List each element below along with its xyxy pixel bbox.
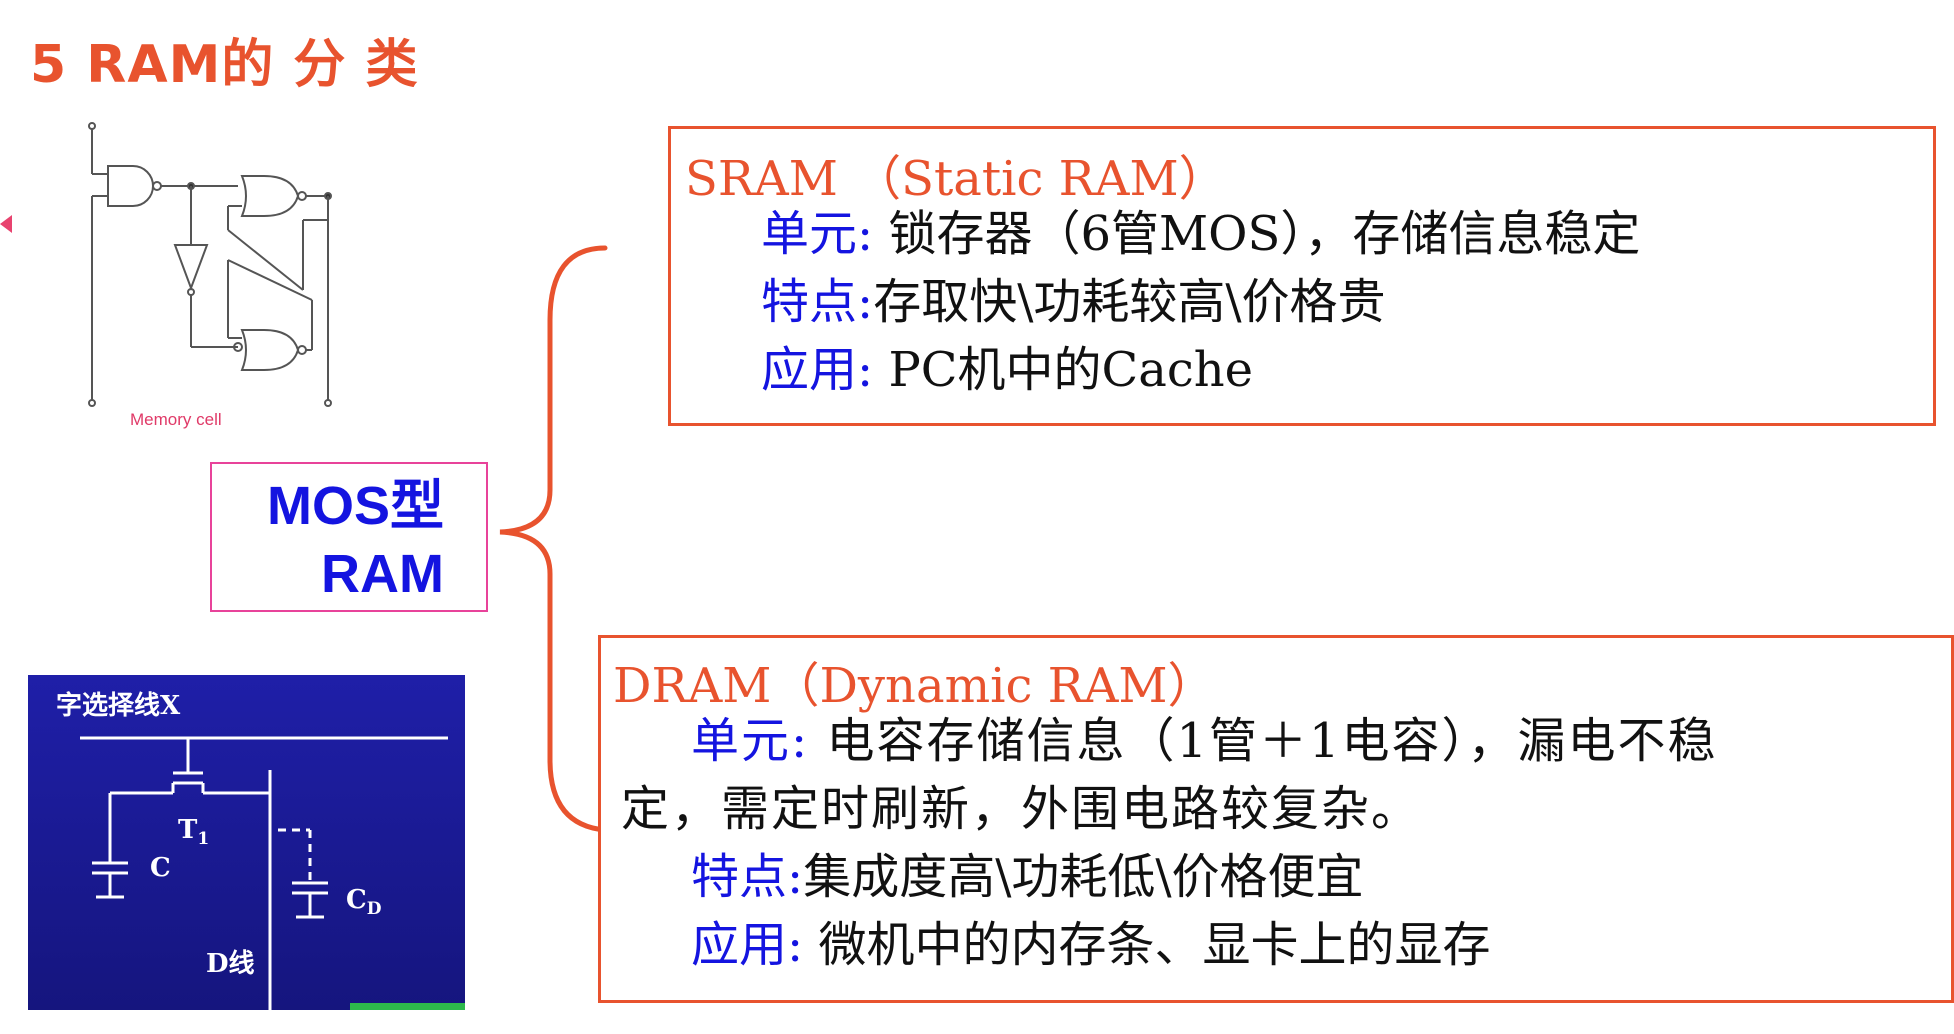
dram-app-value: 微机中的内存条、显卡上的显存 (803, 917, 1491, 973)
memory-cell-diagram (88, 122, 332, 407)
parasitic-capacitor-main: C (346, 885, 367, 915)
mos-ram-line2: RAM (321, 544, 444, 604)
sram-unit-value: 锁存器（6管MOS），存储信息稳定 (873, 206, 1641, 262)
dram-app-key: 应用: (691, 917, 804, 973)
memory-cell-label: Memory cell (130, 410, 222, 429)
dram-unit-line: 单元: 电容存储信息（1管＋1电容），漏电不稳 (621, 706, 1718, 776)
sram-app-value: PC机中的Cache (873, 342, 1254, 398)
dram-feature-value: 集成度高\功耗低\价格便宜 (803, 849, 1364, 905)
sram-app-line: 应用: PC机中的Cache (761, 335, 1253, 405)
sram-feature-value: 存取快\功耗较高\价格贵 (873, 274, 1386, 330)
word-line-label: 字选择线X (56, 691, 181, 721)
dram-app-line: 应用: 微机中的内存条、显卡上的显存 (691, 910, 1490, 980)
dram-unit-continuation: 定，需定时刷新，外围电路较复杂。 (621, 781, 1422, 837)
green-accent-bar (350, 1003, 465, 1010)
dram-unit-value: 电容存储信息（1管＋1电容），漏电不稳 (809, 713, 1718, 769)
sram-feature-line: 特点:存取快\功耗较高\价格贵 (761, 267, 1386, 337)
dram-box: DRAM（Dynamic RAM） 单元: 电容存储信息（1管＋1电容），漏电不… (598, 635, 1954, 1003)
sram-unit-line: 单元: 锁存器（6管MOS），存储信息稳定 (761, 199, 1640, 269)
mos-ram-line1: MOS型 (266, 476, 444, 536)
dram-circuit-diagram: 字选择线X T1 C CD D线 (28, 675, 465, 1010)
sram-unit-key: 单元: (761, 206, 874, 262)
dram-unit-key: 单元: (691, 713, 810, 769)
data-line-label: D线 (206, 949, 255, 979)
page-title: 5 RAM的 分 类 (30, 35, 419, 95)
dram-feature-key: 特点: (691, 849, 804, 905)
mos-ram-box: MOS型 RAM (210, 462, 488, 612)
capacitor-label: C (150, 853, 171, 883)
dram-feature-line: 特点:集成度高\功耗低\价格便宜 (691, 842, 1364, 912)
sram-app-key: 应用: (761, 342, 874, 398)
curly-brace-icon (499, 245, 608, 833)
sram-heading: SRAM （Static RAM） (685, 151, 1227, 207)
dram-heading: DRAM（Dynamic RAM） (613, 658, 1216, 714)
sram-feature-key: 特点: (761, 274, 874, 330)
transistor-label-main: T (178, 815, 198, 845)
pointer-arrow-icon (0, 215, 12, 233)
transistor-label-sub: 1 (197, 829, 210, 850)
transistor-label: T1 (178, 815, 209, 849)
sram-box: SRAM （Static RAM） 单元: 锁存器（6管MOS），存储信息稳定 … (668, 126, 1936, 426)
parasitic-capacitor-label: CD (346, 885, 381, 919)
parasitic-capacitor-sub: D (366, 899, 382, 920)
dram-circuit-lines (80, 736, 448, 1010)
